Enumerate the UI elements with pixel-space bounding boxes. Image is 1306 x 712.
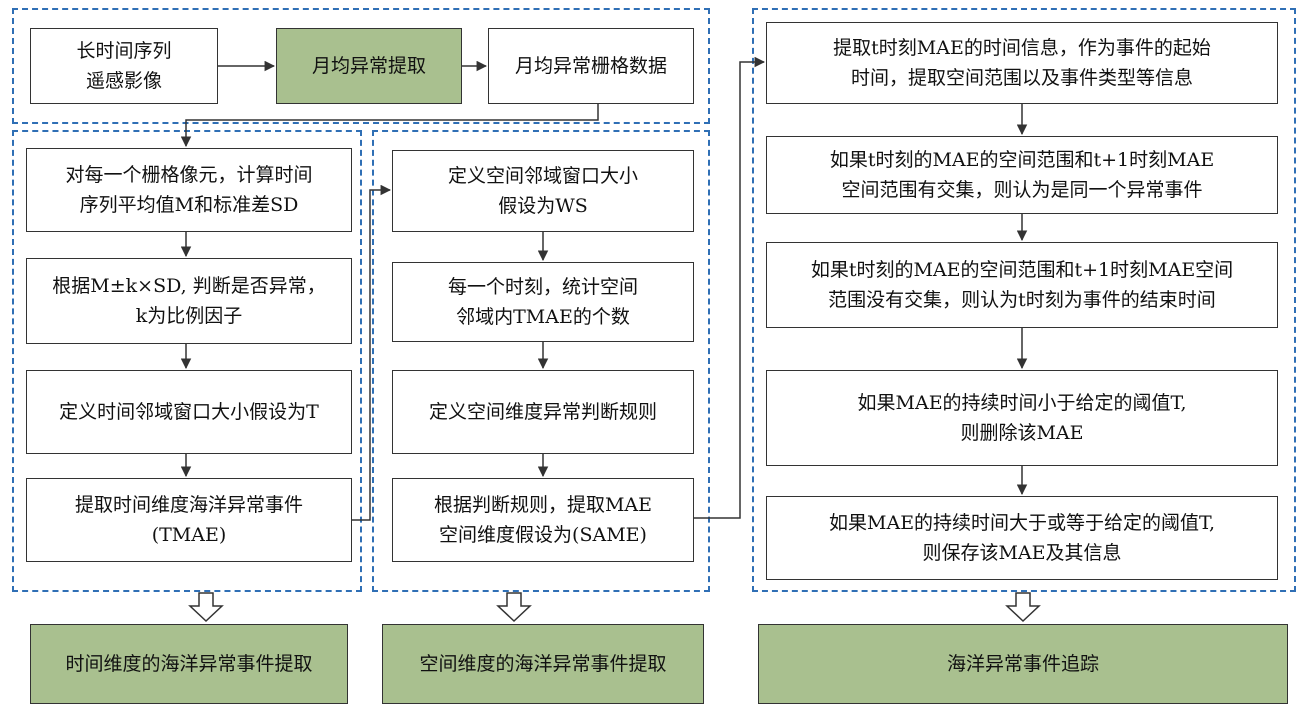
- box-judge-anomaly: 根据M±k×SD, 判断是否异常， k为比例因子: [26, 258, 352, 344]
- hollow-arrow-space-output: [496, 592, 532, 623]
- box-monthly-anomaly-extraction: 月均异常提取: [276, 28, 462, 104]
- box-define-time-window: 定义时间邻域窗口大小假设为T: [26, 370, 352, 454]
- box-extract-same: 根据判断规则，提取MAE 空间维度假设为(SAME): [392, 478, 694, 562]
- box-count-tmae: 每一个时刻，统计空间 邻域内TMAE的个数: [392, 262, 694, 342]
- box-compute-mean-sd: 对每一个栅格像元，计算时间 序列平均值M和标准差SD: [26, 148, 352, 232]
- box-long-time-series-imagery: 长时间序列 遥感影像: [30, 28, 218, 104]
- arrow-same-to-tracking: [694, 56, 766, 519]
- arrow-tmae-to-space-column: [352, 184, 392, 521]
- box-event-end: 如果t时刻的MAE的空间范围和t+1时刻MAE空间 范围没有交集，则认为t时刻为…: [766, 242, 1278, 328]
- group-event-tracking: [752, 8, 1296, 592]
- box-output-time-dimension: 时间维度的海洋异常事件提取: [30, 624, 348, 704]
- group-time-dimension: [12, 130, 362, 592]
- box-define-space-window: 定义空间邻域窗口大小 假设为WS: [392, 150, 694, 232]
- box-output-event-tracking: 海洋异常事件追踪: [758, 624, 1288, 704]
- box-output-space-dimension: 空间维度的海洋异常事件提取: [382, 624, 704, 704]
- box-delete-mae: 如果MAE的持续时间小于给定的阈值T, 则删除该MAE: [766, 370, 1278, 466]
- box-keep-mae: 如果MAE的持续时间大于或等于给定的阈值T, 则保存该MAE及其信息: [766, 496, 1278, 580]
- box-same-event: 如果t时刻的MAE的空间范围和t+1时刻MAE 空间范围有交集，则认为是同一个异…: [766, 136, 1278, 214]
- box-monthly-anomaly-grid-data: 月均异常栅格数据: [488, 28, 694, 104]
- hollow-arrow-tracking-output: [1005, 592, 1041, 623]
- box-define-space-rule: 定义空间维度异常判断规则: [392, 370, 694, 454]
- group-monthly-anomaly: [12, 8, 710, 124]
- group-space-dimension: [372, 130, 710, 592]
- hollow-arrow-time-output: [188, 592, 224, 623]
- box-extract-tmae: 提取时间维度海洋异常事件 (TMAE): [26, 478, 352, 562]
- arrow-grid-to-time-column: [180, 104, 599, 148]
- box-extract-time-info: 提取t时刻MAE的时间信息，作为事件的起始 时间，提取空间范围以及事件类型等信息: [766, 22, 1278, 104]
